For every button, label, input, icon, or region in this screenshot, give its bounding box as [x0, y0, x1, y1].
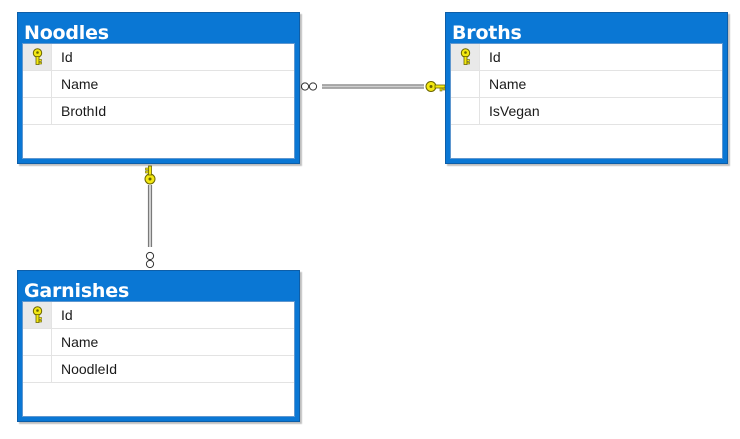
column-name: Name	[61, 334, 99, 350]
column-row[interactable]: Name	[451, 71, 722, 98]
row-selector	[23, 356, 52, 382]
column-name: Name	[489, 76, 527, 92]
column-row[interactable]: IsVegan	[451, 98, 722, 125]
column-row[interactable]: NoodleId	[23, 356, 294, 383]
table-noodles[interactable]: Noodles Id Name BrothId	[17, 12, 300, 164]
table-title: Broths	[452, 22, 522, 44]
one-end-key-icon	[144, 165, 156, 185]
column-name: Id	[489, 49, 501, 65]
column-list: Id Name IsVegan	[450, 43, 723, 159]
row-selector	[23, 71, 52, 97]
column-name: Name	[61, 76, 99, 92]
column-name: Id	[61, 49, 73, 65]
column-row[interactable]: Id	[451, 44, 722, 71]
column-list: Id Name BrothId	[22, 43, 295, 159]
column-row[interactable]: BrothId	[23, 98, 294, 125]
relationship-noodles-broths[interactable]	[300, 81, 446, 92]
column-row[interactable]: Name	[23, 71, 294, 98]
row-selector	[23, 329, 52, 355]
column-row[interactable]: Id	[23, 302, 294, 329]
row-selector	[23, 44, 52, 70]
one-end-key-icon	[425, 81, 446, 92]
table-garnishes[interactable]: Garnishes Id Name NoodleId	[17, 270, 300, 422]
row-selector	[451, 98, 480, 124]
connector-fill	[322, 85, 424, 88]
column-list: Id Name NoodleId	[22, 301, 295, 417]
column-name: BrothId	[61, 103, 107, 119]
column-name: NoodleId	[61, 361, 118, 377]
many-end-infinity-icon	[300, 82, 318, 91]
relationship-garnishes-noodles[interactable]	[144, 165, 156, 269]
table-title: Noodles	[24, 22, 109, 44]
row-selector	[451, 44, 480, 70]
row-selector	[451, 71, 480, 97]
key-icon	[460, 48, 471, 65]
row-selector	[23, 98, 52, 124]
column-row[interactable]: Id	[23, 44, 294, 71]
many-end-infinity-icon	[145, 251, 155, 269]
column-name: Id	[61, 307, 73, 323]
column-row[interactable]: Name	[23, 329, 294, 356]
connector-fill	[149, 185, 151, 247]
row-selector	[23, 302, 52, 328]
table-broths[interactable]: Broths Id Name IsVegan	[445, 12, 728, 164]
table-title: Garnishes	[24, 280, 130, 302]
key-icon	[32, 48, 43, 65]
key-icon	[32, 306, 43, 323]
column-name: IsVegan	[489, 103, 540, 119]
